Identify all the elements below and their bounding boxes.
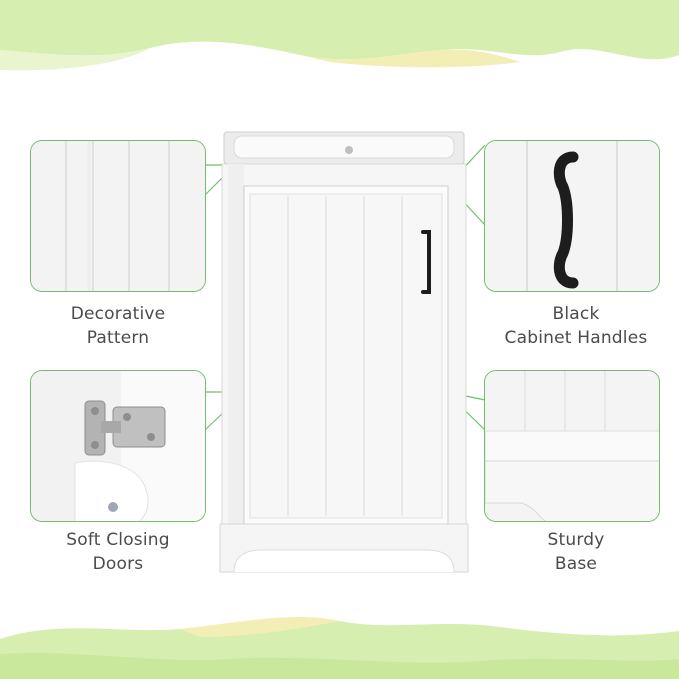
caption-line: Soft Closing (66, 530, 170, 550)
caption-line: Black (552, 304, 600, 324)
handle-closeup-image (485, 141, 659, 291)
callout-decorative-pattern (30, 140, 206, 292)
caption-sturdy-base: Sturdy Base (484, 528, 668, 576)
pattern-closeup-image (31, 141, 205, 291)
hinge-icon (84, 400, 166, 456)
callout-soft-closing-doors (30, 370, 206, 522)
vanity-cabinet-image (219, 131, 469, 573)
caption-black-handles: Black Cabinet Handles (484, 302, 668, 350)
caption-line: Cabinet Handles (504, 328, 648, 348)
caption-line: Pattern (86, 328, 150, 348)
caption-decorative-pattern: Decorative Pattern (30, 302, 206, 350)
top-wave-decoration (0, 0, 679, 71)
callout-sturdy-base (484, 370, 660, 522)
caption-line: Decorative (70, 304, 166, 324)
bottom-wave-decoration (0, 617, 679, 679)
caption-line: Doors (92, 554, 144, 574)
caption-line: Base (554, 554, 598, 574)
black-handle-icon (553, 151, 579, 289)
hinge-closeup-image (31, 371, 205, 521)
caption-soft-closing-doors: Soft Closing Doors (30, 528, 206, 576)
callout-black-handles (484, 140, 660, 292)
caption-line: Sturdy (547, 530, 605, 550)
base-closeup-image (485, 371, 659, 521)
